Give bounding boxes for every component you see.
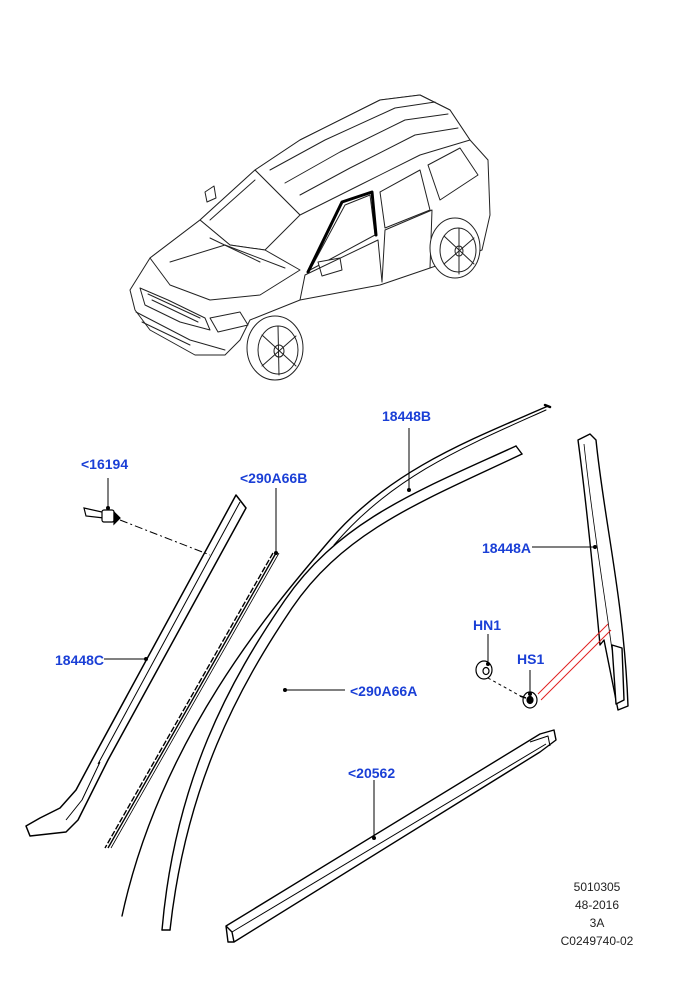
part-290A66A[interactable] xyxy=(161,445,523,931)
vehicle-illustration xyxy=(129,94,491,381)
reference-line-3: 3A xyxy=(589,916,605,930)
fastener-location-lines xyxy=(537,623,612,701)
callout-18448C[interactable]: 18448C xyxy=(55,652,105,668)
part-16194-clip[interactable] xyxy=(83,507,121,526)
part-18448C[interactable] xyxy=(25,494,247,837)
part-290A66B[interactable] xyxy=(104,552,280,849)
callout-290A66B[interactable]: <290A66B xyxy=(240,470,308,486)
callout-HN1[interactable]: HN1 xyxy=(473,617,502,633)
part-20562[interactable] xyxy=(225,729,557,943)
callout-18448B[interactable]: 18448B xyxy=(382,408,432,424)
callout-18448A[interactable]: 18448A xyxy=(482,540,532,556)
diagram-reference-block: 5010305 48-2016 3A C0249740-02 xyxy=(537,878,657,950)
part-18448A[interactable] xyxy=(577,433,629,711)
callout-16194[interactable]: <16194 xyxy=(81,456,129,472)
callout-HS1[interactable]: HS1 xyxy=(517,651,545,667)
part-18448B[interactable] xyxy=(121,403,552,917)
callout-290A66A[interactable]: <290A66A xyxy=(350,683,418,699)
leader-lines xyxy=(104,428,595,838)
reference-line-2: 48-2016 xyxy=(574,898,620,912)
reference-line-4: C0249740-02 xyxy=(560,934,634,948)
callout-20562[interactable]: <20562 xyxy=(348,765,396,781)
leader-dots xyxy=(106,488,597,840)
reference-line-1: 5010305 xyxy=(573,880,621,894)
